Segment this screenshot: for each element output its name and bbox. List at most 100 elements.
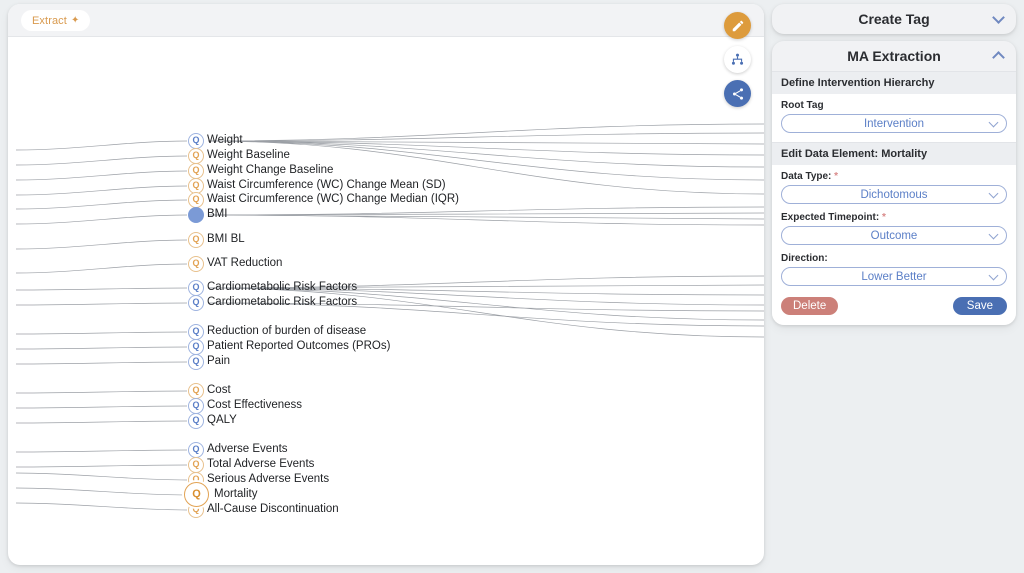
create-tag-header[interactable]: Create Tag [772,4,1016,34]
graph-edge [207,140,764,145]
node-marker-icon: Q [188,397,204,414]
graph-edge [15,170,188,181]
canvas-tabbar: Extract ✦ [8,4,764,37]
root-tag-field: Root Tag Intervention [772,94,1016,135]
node-label: Weight Baseline [207,148,290,161]
tab-extract[interactable]: Extract ✦ [21,10,91,31]
right-sidebar: Create Tag MA Extraction Define Interven… [772,4,1016,332]
node-label: Mortality [214,487,258,500]
node-label: Patient Reported Outcomes (PROs) [207,339,391,352]
node-label: Weight [207,133,243,146]
graph-edge [15,502,188,511]
node-marker-icon: Q [188,353,204,370]
sparkle-icon: ✦ [70,14,80,26]
direction-select-field: Direction: Lower Better [772,247,1016,288]
graph-edge [15,140,188,151]
save-button[interactable]: Save [952,297,1007,315]
data-type-select[interactable]: Dichotomous [781,185,1007,204]
node-label: QALY [207,413,237,426]
expected-timepoint-select-value: Outcome [870,229,918,242]
graph-edge [15,239,188,250]
edit-pencil-button[interactable] [724,12,751,39]
graph-edge [15,199,188,210]
node-marker-icon: Q [188,279,204,296]
graph-edge [15,185,188,196]
graph-edge [207,284,764,289]
hierarchy-view-button[interactable] [724,46,751,73]
node-label: BMI BL [207,232,245,245]
node-label: Pain [207,354,231,367]
graph-edge [15,405,188,409]
graph-edge [207,302,764,327]
node-label: Reduction of burden of disease [207,324,367,337]
hierarchy-section-heading: Define Intervention Hierarchy [772,71,1016,94]
node-label: Waist Circumference (WC) Change Median (… [207,192,459,205]
graph-edge [207,140,764,156]
create-tag-title: Create Tag [858,11,930,27]
canvas-tool-buttons [724,12,754,114]
node-marker-icon: Q [188,147,204,164]
chevron-down-icon [988,117,999,127]
graph-edge [15,331,188,335]
graph-edge [207,212,764,216]
graph-edge [207,287,764,321]
chevron-down-icon [992,11,1005,24]
node-marker-icon: Q [188,177,204,194]
graph-edge [15,287,188,291]
graph-edge [207,214,764,226]
graph-edge [15,472,188,481]
graph-edge [207,302,764,312]
node-marker-icon: Q [188,191,204,208]
node-marker-icon: Q [188,382,204,399]
node-label: Weight Change Baseline [207,163,334,176]
node-marker-icon [188,206,204,223]
edit-data-element-heading: Edit Data Element: Mortality [772,142,1016,165]
expected-timepoint-select-label: Expected Timepoint: * [781,212,886,223]
tab-extract-label: Extract [32,14,67,27]
expected-timepoint-select[interactable]: Outcome [781,226,1007,245]
root-tag-select[interactable]: Intervention [781,114,1007,133]
share-graph-button[interactable] [724,80,751,107]
node-label: Waist Circumference (WC) Change Mean (SD… [207,178,446,191]
graph-edge [207,132,764,142]
node-label: Cost Effectiveness [207,398,303,411]
graph-edge [207,287,764,296]
node-label: Cost [207,383,231,396]
ma-extraction-accordion: MA Extraction Define Intervention Hierar… [772,41,1016,325]
delete-button[interactable]: Delete [781,297,839,315]
node-marker-icon: Q [188,456,204,473]
graph-edge [207,140,764,181]
ma-extraction-title: MA Extraction [847,48,941,64]
graph-node[interactable]: BMI [188,206,227,223]
required-asterisk: * [881,212,886,223]
graph-edge [15,263,188,274]
node-marker-icon: Q [188,441,204,458]
graph-edge [15,214,188,225]
ma-extraction-header[interactable]: MA Extraction [772,41,1016,71]
data-type-select-value: Dichotomous [860,188,928,201]
direction-select[interactable]: Lower Better [781,267,1007,286]
node-marker-icon: Q [188,132,204,149]
